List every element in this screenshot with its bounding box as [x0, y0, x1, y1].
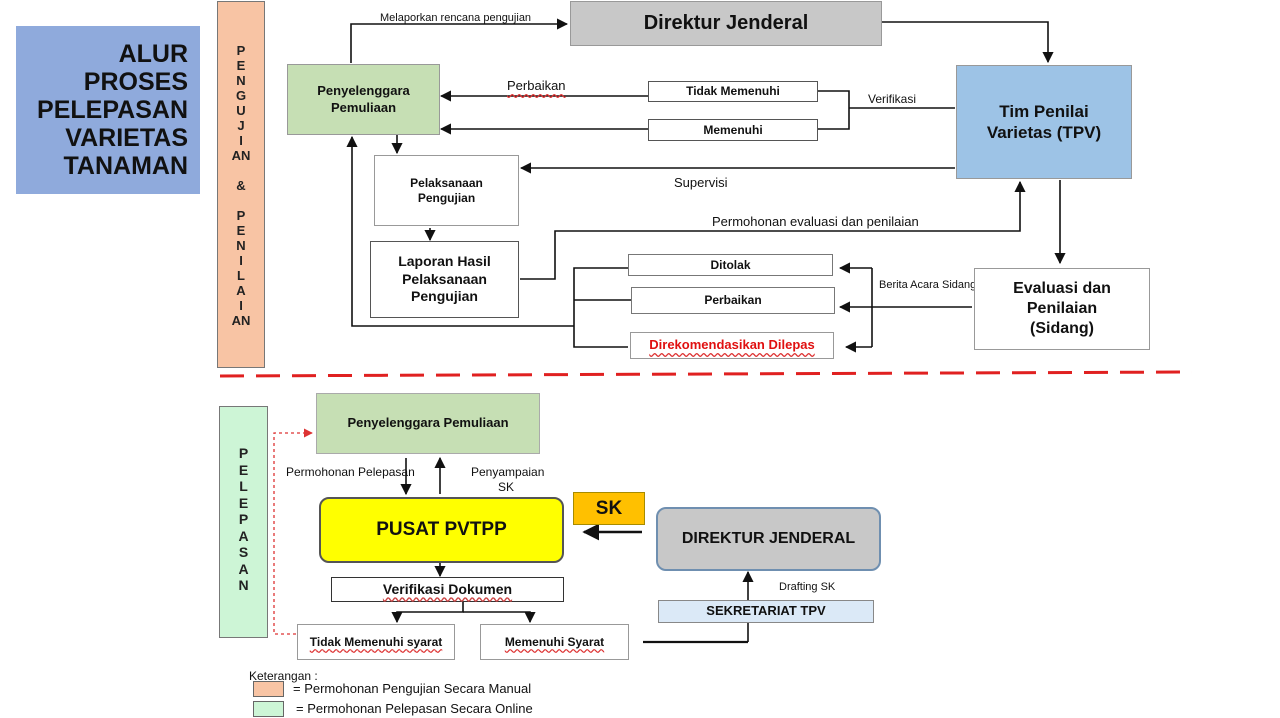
tidak-memenuhi-box: Tidak Memenuhi: [648, 81, 818, 102]
direkomendasikan-text: Direkomendasikan Dilepas: [649, 337, 815, 353]
legend-swatch-online: [253, 701, 284, 717]
pengujian-letter: E: [236, 223, 246, 238]
pusat-pvtpp: PUSAT PVTPP: [319, 497, 564, 563]
title-line: PROSES: [83, 68, 188, 96]
pengujian-letter: A: [236, 283, 246, 298]
pelepasan-letter: E: [238, 461, 249, 478]
direktur-jenderal-bottom: DIREKTUR JENDERAL: [656, 507, 881, 571]
penyelenggara-pemuliaan: Penyelenggara Pemuliaan: [287, 64, 440, 135]
pengujian-letter: E: [236, 58, 246, 73]
tim-penilai-varietas: Tim Penilai Varietas (TPV): [956, 65, 1132, 179]
memenuhi-box: Memenuhi: [648, 119, 818, 141]
direktur-jenderal-top: Direktur Jenderal: [570, 1, 882, 46]
section-divider: [219, 370, 1193, 378]
title-line: ALUR: [118, 40, 188, 68]
label-penyampaian-sk: Penyampaian SK: [471, 465, 545, 494]
label-melaporkan: Melaporkan rencana pengujian: [380, 12, 532, 24]
direkomendasikan-dilepas-box: Direkomendasikan Dilepas: [630, 332, 834, 359]
evaluasi-penilaian: Evaluasi dan Penilaian (Sidang): [974, 268, 1150, 350]
pelepasan-letter: N: [238, 577, 249, 594]
tidak-memenuhi-syarat: Tidak Memenuhi syarat: [297, 624, 455, 660]
penyelenggara-pemuliaan-bottom: Penyelenggara Pemuliaan: [316, 393, 540, 454]
laporan-hasil: Laporan Hasil Pelaksanaan Pengujian: [370, 241, 519, 318]
legend-item-online: = Permohonan Pelepasan Secara Online: [296, 701, 533, 716]
title-line: TANAMAN: [63, 152, 188, 180]
pengujian-letter: G: [235, 88, 247, 103]
sekretariat-tpv: SEKRETARIAT TPV: [658, 600, 874, 623]
perbaikan-box: Perbaikan: [631, 287, 835, 314]
pelepasan-letter: S: [238, 544, 249, 561]
label-permohonan-pelepasan: Permohonan Pelepasan: [286, 465, 415, 479]
pengujian-letter: U: [236, 103, 246, 118]
legend-swatch-manual: [253, 681, 284, 697]
pengujian-letter: AN: [231, 313, 251, 328]
pengujian-letter: I: [239, 253, 243, 268]
label-permohonan-evaluasi: Permohonan evaluasi dan penilaian: [712, 214, 919, 229]
ditolak-box: Ditolak: [628, 254, 833, 276]
pengujian-letter: I: [239, 133, 243, 148]
pengujian-letter: N: [236, 73, 246, 88]
pengujian-letter: N: [236, 238, 246, 253]
label-verifikasi: Verifikasi: [868, 92, 917, 106]
pengujian-letter: P: [236, 43, 246, 58]
memenuhi-syarat: Memenuhi Syarat: [480, 624, 629, 660]
memenuhi-syarat-text: Memenuhi Syarat: [504, 634, 605, 649]
title-line: PELEPASAN: [37, 96, 188, 124]
verifikasi-dokumen: Verifikasi Dokumen: [331, 577, 564, 602]
pengujian-letter: P: [236, 208, 246, 223]
diagram-title: ALUR PROSES PELEPASAN VARIETAS TANAMAN: [16, 26, 200, 194]
label-perbaikan: Perbaikan: [507, 78, 566, 93]
pengujian-letter: &: [236, 178, 246, 193]
pelepasan-letter: P: [238, 445, 249, 461]
pelepasan-letter: A: [238, 560, 249, 577]
pengujian-letter: AN: [231, 148, 251, 163]
label-supervisi: Supervisi: [674, 175, 728, 190]
pengujian-letter: L: [237, 268, 245, 283]
pelepasan-letter: P: [238, 511, 249, 528]
pelepasan-letter: A: [238, 527, 249, 544]
title-line: VARIETAS: [65, 124, 188, 152]
pelaksanaan-pengujian: Pelaksanaan Pengujian: [374, 155, 519, 226]
pengujian-letter: J: [237, 118, 245, 133]
sk-box: SK: [573, 492, 645, 525]
pelepasan-letter: E: [238, 494, 249, 511]
pengujian-letter: I: [239, 298, 243, 313]
legend-title: Keterangan :: [249, 669, 318, 683]
legend-item-manual: = Permohonan Pengujian Secara Manual: [293, 681, 532, 696]
verifikasi-dokumen-text: Verifikasi Dokumen: [382, 580, 513, 597]
label-drafting-sk: Drafting SK: [779, 581, 836, 593]
pelepasan-letter: L: [239, 478, 248, 495]
tidak-memenuhi-syarat-text: Tidak Memenuhi syarat: [309, 634, 443, 649]
perbaikan-text: Perbaikan: [507, 78, 566, 93]
label-berita-acara: Berita Acara Sidang: [879, 279, 974, 291]
